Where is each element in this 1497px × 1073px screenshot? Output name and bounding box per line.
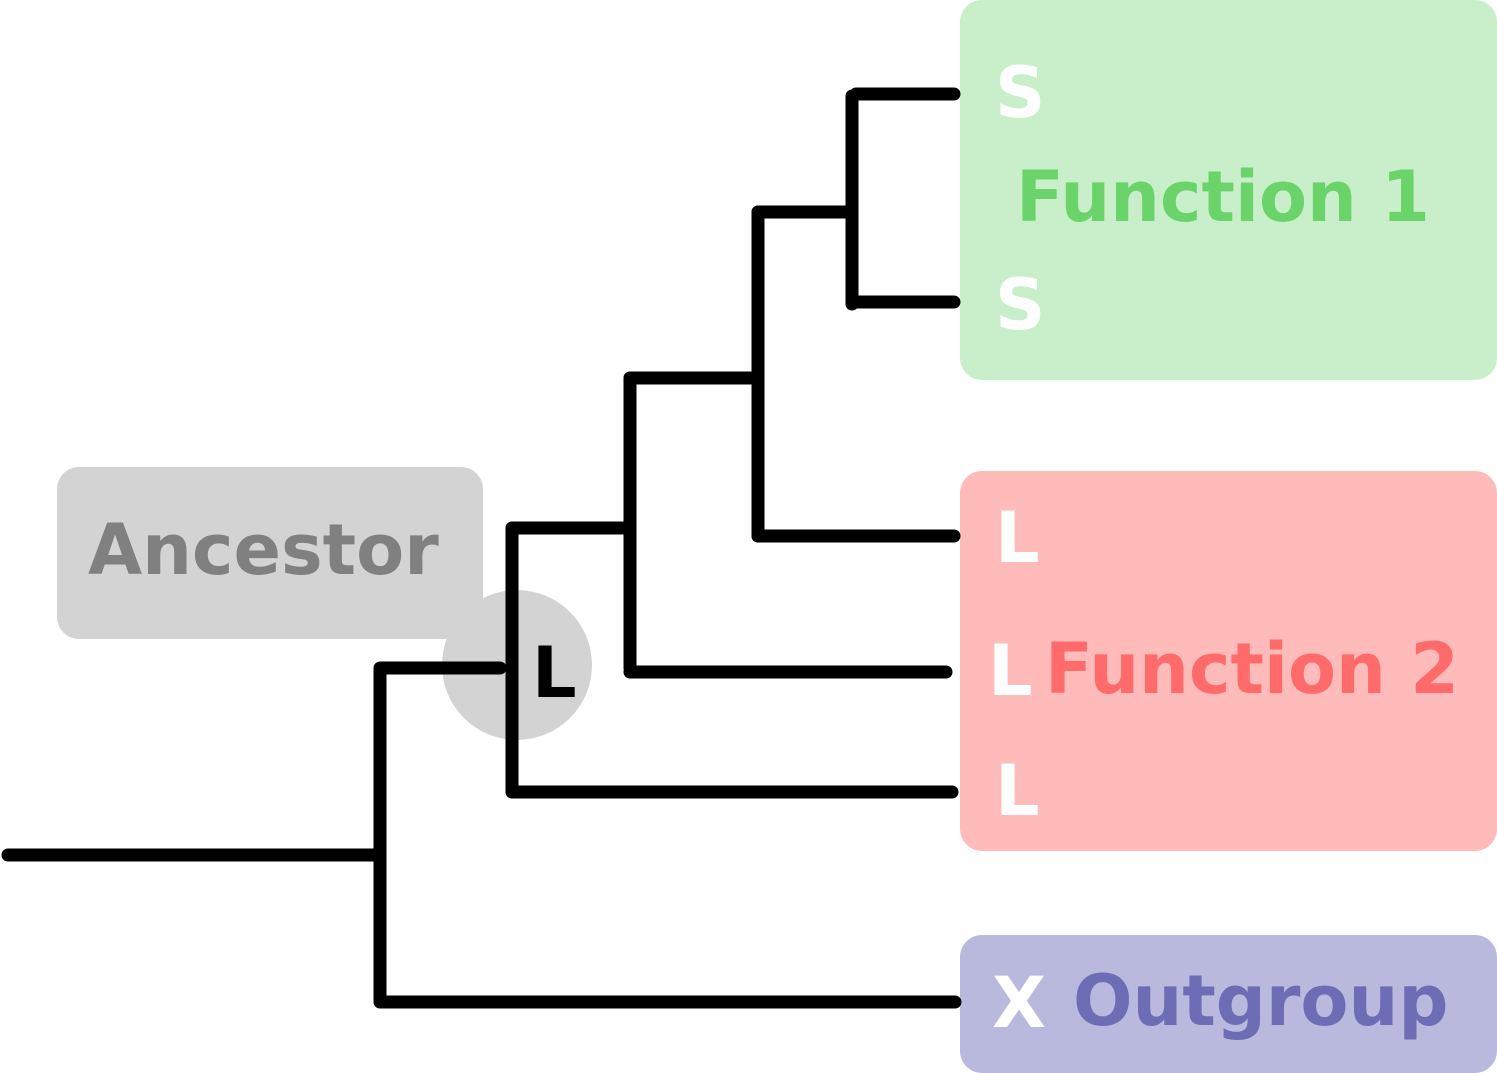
leaf-label: L [988,630,1033,712]
ancestor-label: Ancestor [88,509,439,591]
function-2-label: Function 2 [1045,628,1459,710]
leaf-label: S [995,264,1046,346]
leaf-label: L [995,750,1040,832]
function-2-group-box [960,471,1497,851]
leaf-label: S [995,52,1046,134]
leaf-label: X [992,962,1046,1044]
leaf-label: L [995,497,1040,579]
function-1-group-box [960,0,1497,380]
function-1-label: Function 1 [1016,156,1430,238]
ancestor-label-box [57,467,483,639]
outgroup-group-box [960,935,1497,1073]
outgroup-label: Outgroup [1073,960,1449,1042]
ancestor-node-label: L [532,632,577,714]
